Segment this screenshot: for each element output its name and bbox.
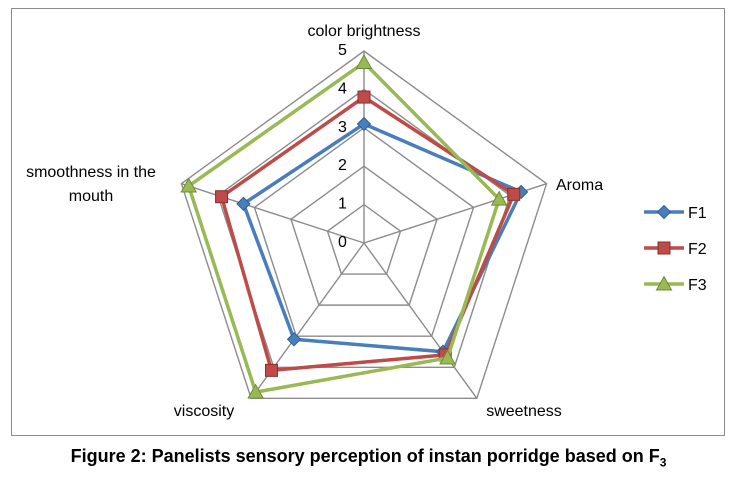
legend-item-f1: F1 — [644, 204, 707, 222]
series-line-f1 — [241, 122, 523, 354]
tick-label-5: 5 — [338, 42, 347, 59]
data-point-f3-5 — [180, 177, 198, 193]
legend-item-f2: F2 — [644, 241, 707, 258]
grid-ring-2 — [290, 165, 438, 306]
data-point-f1-4 — [286, 332, 302, 347]
legend-marker-f2 — [657, 241, 671, 255]
data-point-f2-2 — [507, 187, 521, 201]
axis-label-2: Aroma — [556, 177, 603, 194]
tick-label-1: 1 — [338, 196, 347, 213]
tick-label-0: 0 — [338, 234, 347, 251]
figure-caption: Figure 2: Panelists sensory perception o… — [0, 446, 737, 470]
grid-ring-3 — [253, 126, 475, 337]
axis-label-1: color brightness — [308, 23, 421, 40]
tick-label-4: 4 — [338, 80, 347, 97]
tick-label-3: 3 — [338, 119, 347, 136]
figure-caption-text: Figure 2: Panelists sensory perception o… — [70, 446, 660, 466]
radar-tick-labels: 0 1 2 3 4 5 — [338, 42, 347, 251]
grid-spoke-5 — [181, 183, 365, 244]
data-point-f1-1 — [356, 116, 372, 132]
series-line-f3 — [186, 60, 501, 394]
legend-marker-f1 — [656, 204, 672, 220]
legend-label-f2: F2 — [688, 241, 707, 258]
tick-label-2: 2 — [338, 157, 347, 174]
data-point-f3-2 — [490, 190, 508, 206]
data-point-f2-5 — [215, 190, 229, 204]
series-f3 — [180, 53, 508, 399]
data-point-f3-4 — [247, 383, 265, 399]
data-point-f3-1 — [355, 53, 373, 70]
legend-marker-f3 — [655, 275, 673, 291]
axis-label-3: sweetness — [486, 403, 562, 420]
legend-label-f1: F1 — [688, 205, 707, 222]
grid-ring-5 — [180, 50, 548, 400]
data-point-f2-1 — [357, 90, 371, 104]
figure-caption-subscript: 3 — [659, 455, 667, 470]
grid-ring-1 — [326, 203, 402, 275]
legend-item-f3: F3 — [644, 275, 707, 294]
radar-series — [180, 53, 529, 399]
data-point-f1-5 — [236, 196, 251, 212]
series-line-f2 — [219, 95, 516, 373]
legend-label-f3: F3 — [688, 277, 707, 294]
axis-label-4: viscosity — [174, 403, 234, 420]
grid-spoke-3 — [363, 242, 478, 399]
data-point-f2-4 — [264, 363, 278, 377]
chart-frame — [11, 8, 725, 436]
data-point-f3-3 — [439, 349, 456, 365]
